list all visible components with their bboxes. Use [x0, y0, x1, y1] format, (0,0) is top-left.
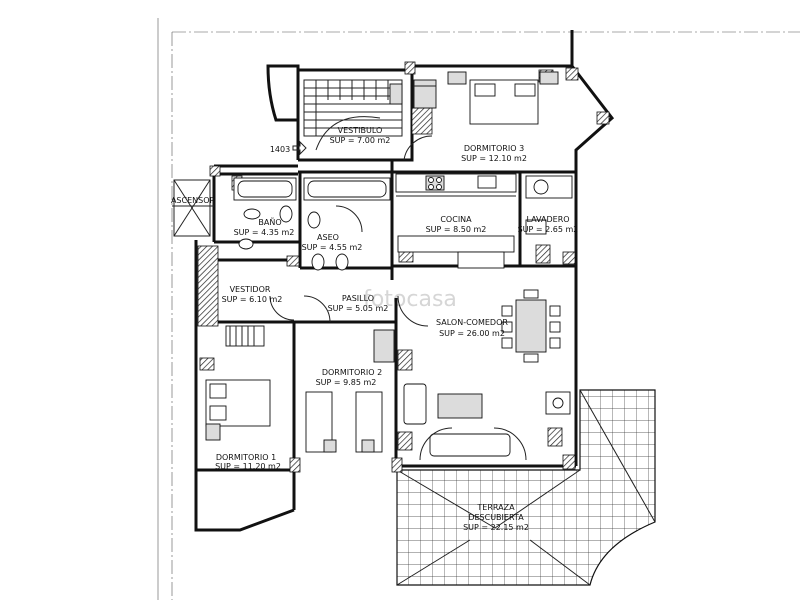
label-vestidor-area: SUP = 6.10 m2 — [222, 295, 283, 304]
label-cocina-name: COCINA — [440, 215, 472, 224]
watermark: fotocasa — [363, 287, 457, 312]
label-ascensor: ASCENSOR — [171, 196, 216, 205]
label-salon-comedor-name: SALON-COMEDOR — [436, 318, 508, 327]
wardrobe-dormitorio-3 — [413, 79, 437, 109]
bed-dormitorio-3 — [447, 71, 559, 125]
kitchen-counter — [395, 173, 517, 269]
bed-dormitorio-2 — [305, 329, 395, 453]
reference-lines — [157, 18, 800, 600]
label-salon-comedor-area: SUP = 26.00 m2 — [439, 329, 505, 338]
bed-dormitorio-1 — [205, 325, 271, 441]
label-aseo-area: SUP = 4.55 m2 — [302, 243, 363, 252]
label-unit-marker: 1403 — [270, 145, 290, 154]
elevator-shaft — [172, 179, 214, 237]
bathroom-fixtures — [233, 177, 297, 250]
laundry-fixtures — [525, 175, 573, 235]
label-bano-area: SUP = 4.35 m2 — [234, 228, 295, 237]
label-vestibulo-name: VESTIBULO — [338, 126, 383, 135]
columns — [197, 61, 610, 473]
label-vestidor-name: VESTIDOR — [230, 285, 271, 294]
terrace-diagonals — [396, 389, 656, 586]
label-dormitorio-1-name: DORMITORIO 1 — [216, 453, 276, 462]
label-terraza-name2: DESCUBIERTA — [468, 513, 524, 522]
label-lavadero-area: SUP = 2.65 m2 — [518, 225, 579, 234]
label-lavadero-name: LAVADERO — [526, 215, 569, 224]
door-swings — [269, 135, 527, 461]
label-dormitorio-2-name: DORMITORIO 2 — [322, 368, 382, 377]
label-dormitorio-3-area: SUP = 12.10 m2 — [461, 154, 527, 163]
label-dormitorio-1-area: SUP = 11.20 m2 — [215, 462, 281, 471]
dining-table — [501, 289, 561, 363]
label-terraza-area: SUP = 22.15 m2 — [463, 523, 529, 532]
label-bano-name: BAÑO — [258, 217, 281, 227]
entry-arrow-icon — [292, 140, 307, 156]
living-furniture — [403, 383, 571, 457]
aseo-fixtures — [303, 177, 391, 271]
staircase — [303, 79, 403, 151]
terrace-floor — [396, 389, 656, 586]
label-dormitorio-3-name: DORMITORIO 3 — [464, 144, 524, 153]
label-pasillo-name: PASILLO — [342, 294, 374, 303]
room-labels: VESTIBULO SUP = 7.00 m2 DORMITORIO 3 SUP… — [171, 126, 578, 532]
label-terraza-name: TERRAZA — [476, 503, 515, 512]
label-pasillo-area: SUP = 5.05 m2 — [328, 304, 389, 313]
label-cocina-area: SUP = 8.50 m2 — [426, 225, 487, 234]
label-aseo-name: ASEO — [317, 233, 339, 242]
interior-walls — [214, 70, 576, 470]
exterior-walls — [194, 30, 615, 532]
label-dormitorio-2-area: SUP = 9.85 m2 — [316, 378, 377, 387]
label-vestibulo-area: SUP = 7.00 m2 — [330, 136, 391, 145]
